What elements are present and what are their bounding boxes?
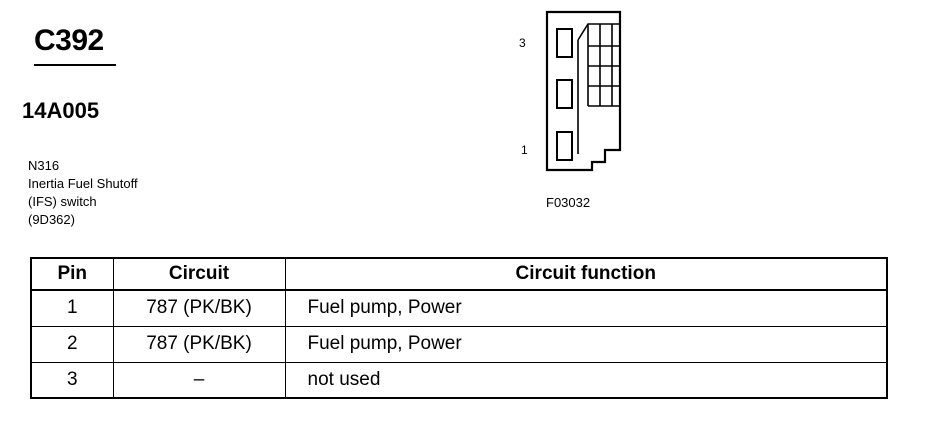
pin-1-label: 1 <box>521 143 528 157</box>
pin-table: Pin Circuit Circuit function 1 787 (PK/B… <box>30 257 888 399</box>
table-row: 2 787 (PK/BK) Fuel pump, Power <box>30 325 888 363</box>
description-line: Inertia Fuel Shutoff <box>28 176 138 191</box>
pin-3-label: 3 <box>519 36 526 50</box>
cell-function: Fuel pump, Power <box>284 289 888 327</box>
header-circuit: Circuit <box>112 257 286 291</box>
connector-outline <box>545 10 622 172</box>
cell-circuit: 787 (PK/BK) <box>112 289 286 327</box>
header-pin: Pin <box>30 257 114 291</box>
header-function: Circuit function <box>284 257 888 291</box>
cell-circuit: – <box>112 361 286 399</box>
pin-1-cavity <box>556 131 573 161</box>
terminal-cavities <box>556 28 573 161</box>
description-line: (9D362) <box>28 212 75 227</box>
component-description: N316 Inertia Fuel Shutoff (IFS) switch (… <box>28 157 138 229</box>
connector-face-diagram <box>545 10 622 172</box>
figure-code: F03032 <box>546 195 591 210</box>
lock-grid <box>577 23 620 154</box>
description-line: (IFS) switch <box>28 194 97 209</box>
connector-title: C392 <box>34 24 104 57</box>
table-row: 1 787 (PK/BK) Fuel pump, Power <box>30 289 888 327</box>
cell-pin: 1 <box>30 289 114 327</box>
title-underline <box>34 64 116 66</box>
pin-3-cavity <box>556 28 573 58</box>
cell-function: Fuel pump, Power <box>284 325 888 363</box>
cell-pin: 3 <box>30 361 114 399</box>
table-row: 3 – not used <box>30 361 888 399</box>
table-header-row: Pin Circuit Circuit function <box>30 257 888 291</box>
description-line: N316 <box>28 158 60 173</box>
pin-2-cavity <box>556 79 573 109</box>
cell-pin: 2 <box>30 325 114 363</box>
cell-circuit: 787 (PK/BK) <box>112 325 286 363</box>
cell-function: not used <box>284 361 888 399</box>
part-number: 14A005 <box>22 98 100 123</box>
